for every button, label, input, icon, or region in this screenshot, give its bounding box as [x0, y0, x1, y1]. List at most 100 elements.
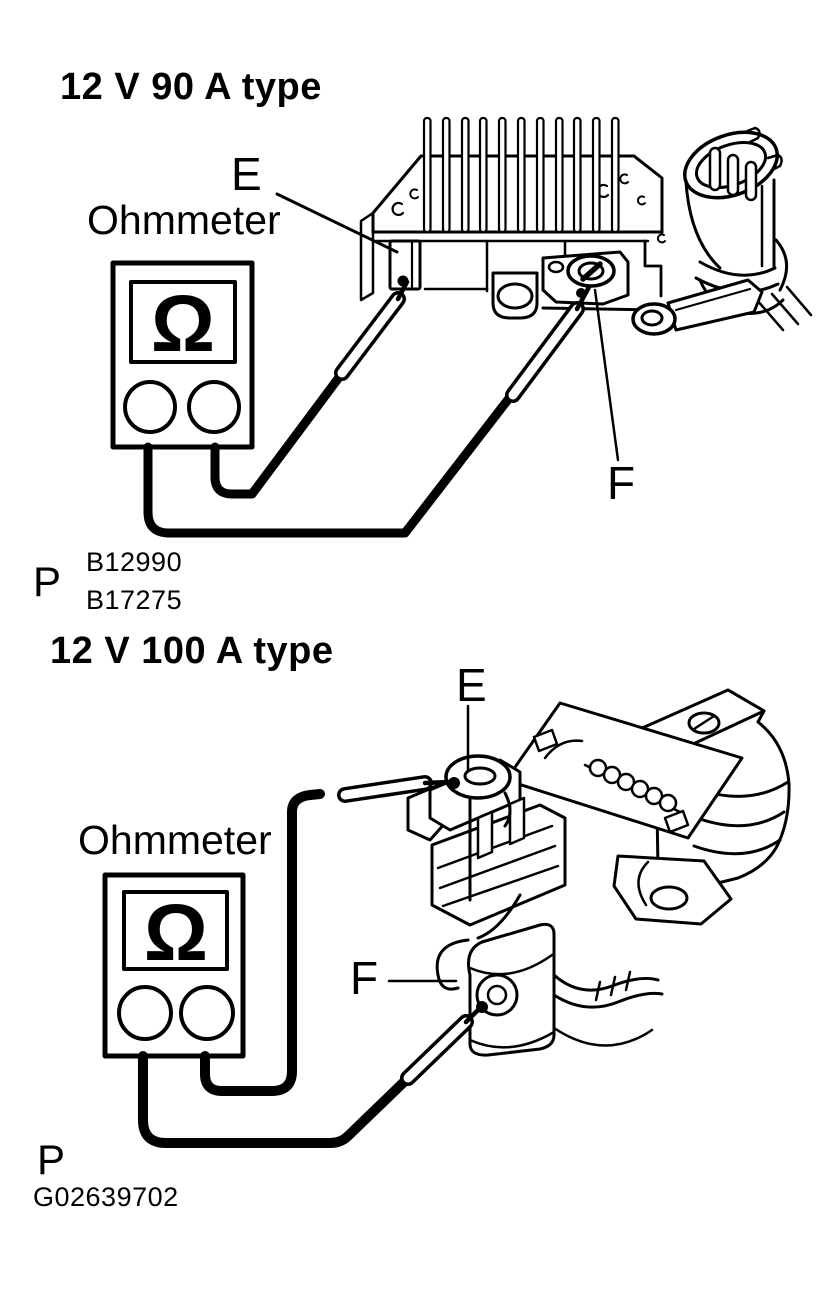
label-terminal-f-100a: F: [350, 952, 379, 1004]
ohmmeter-100a: Ω: [102, 872, 246, 1059]
heat-sink-fin: [422, 116, 432, 234]
regulator-plate-100a: [504, 701, 744, 840]
ref-code-b17275: B17275: [86, 585, 183, 615]
heat-sink-fin: [610, 116, 620, 234]
bracket-hole: [496, 282, 534, 310]
heat-sink-fin: [572, 116, 582, 234]
connector-collar-band: [698, 260, 777, 277]
terminal-f-nut: [541, 250, 630, 306]
label-terminal-p-90a: P: [33, 558, 62, 605]
figure-title-100a: 12 V 100 A type: [50, 630, 334, 672]
leader-line-e: [275, 192, 399, 254]
lower-arm: [552, 970, 664, 1047]
casting-mark: [636, 195, 646, 206]
terminal-e-ring-outer: [444, 754, 512, 800]
heat-sink-fin: [460, 116, 470, 234]
test-probe-e: [337, 775, 453, 803]
meter-display: [129, 280, 237, 364]
spade-lug-line: [674, 287, 752, 312]
ring-eyelet-hole: [640, 309, 664, 327]
body-curve: [476, 893, 522, 940]
figure-90a: Ω: [110, 116, 813, 538]
probe-tip: [574, 284, 592, 312]
meter-terminal-jack: [179, 985, 235, 1041]
regulator-100a: [406, 688, 791, 1057]
terminal-f-inner: [577, 261, 605, 281]
flange-cut: [637, 860, 650, 907]
connector-tab: [743, 126, 761, 144]
meter-terminal-jack: [123, 380, 177, 434]
post-bracket: [435, 938, 470, 991]
brush-channel: [508, 796, 526, 846]
test-lead-wire: [210, 371, 345, 499]
connector-rib: [692, 838, 782, 856]
probe-contact-point: [476, 1001, 488, 1013]
flange-hole: [649, 885, 689, 911]
test-probe-f: [505, 284, 592, 403]
casting-mark: [409, 188, 419, 200]
plate-tab: [663, 809, 690, 834]
probe-shaft: [340, 778, 430, 800]
plate-detail: [543, 739, 584, 760]
probe-contact-point: [397, 275, 409, 287]
body-step: [643, 198, 664, 298]
collar-hatching: [755, 285, 813, 332]
ref-code-g02639702: G02639702: [33, 1182, 179, 1212]
meter-terminal-jack: [187, 380, 241, 434]
heat-sink-fin: [516, 116, 526, 234]
terminal-e-ring-hole: [463, 766, 497, 786]
ohmmeter-90a: Ω: [110, 260, 255, 450]
test-probe-e: [334, 279, 410, 381]
probe-shaft: [508, 304, 582, 400]
heat-sink-fin: [535, 116, 545, 234]
mounting-flange: [612, 854, 733, 926]
ring-hook: [503, 791, 512, 828]
terminal-e-ring: [444, 754, 512, 828]
ref-code-b12990: B12990: [86, 547, 183, 577]
connector-rib: [695, 810, 786, 828]
ring-eyelet: [631, 302, 677, 336]
arm-hatching: [594, 970, 632, 1002]
terminal-f-inner: [486, 984, 508, 1006]
regulator-left-face: [359, 211, 375, 302]
probe-tip: [422, 779, 453, 786]
probe-contact-point: [576, 288, 586, 298]
regulator-90a: [359, 116, 813, 336]
label-terminal-p-100a: P: [37, 1136, 66, 1183]
mount-bracket: [491, 271, 539, 320]
casting-mark: [656, 233, 666, 244]
test-lead-wire: [200, 789, 325, 1096]
casting-mark: [391, 201, 405, 216]
brush-channel: [476, 810, 494, 860]
ohmmeter-label-100a: Ohmmeter: [78, 817, 272, 863]
label-terminal-e-100a: E: [456, 659, 487, 711]
plate-tab: [532, 728, 559, 753]
connector-screw-slot: [692, 714, 716, 731]
test-lead-wire: [143, 392, 515, 538]
underside-curve: [552, 1026, 654, 1047]
probe-shaft: [337, 294, 403, 378]
label-terminal-e-90a: E: [231, 148, 262, 200]
meter-terminal-jack: [117, 985, 173, 1041]
label-terminal-f-90a: F: [607, 457, 636, 509]
heat-sink-fins: [422, 116, 620, 234]
heat-sink-fin: [591, 116, 601, 234]
heat-sink-fin: [497, 116, 507, 234]
ohm-symbol: Ω: [144, 888, 208, 977]
heat-sink-fin: [441, 116, 451, 234]
brush-holder-stack: [430, 803, 567, 927]
connector-pin: [708, 146, 722, 192]
cylinder-bottom-rim: [468, 1030, 556, 1049]
connector-pin: [726, 153, 740, 197]
arm-edge: [552, 973, 660, 992]
leader-line-f: [593, 288, 620, 462]
connector-collar-band: [774, 238, 788, 292]
connector-pin: [744, 160, 758, 202]
casting-mark: [619, 173, 629, 185]
test-lead-wire: [138, 1051, 411, 1148]
figure-100a: Ω: [102, 688, 791, 1148]
heat-sink-fin: [554, 116, 564, 234]
pin-bump: [658, 793, 678, 813]
